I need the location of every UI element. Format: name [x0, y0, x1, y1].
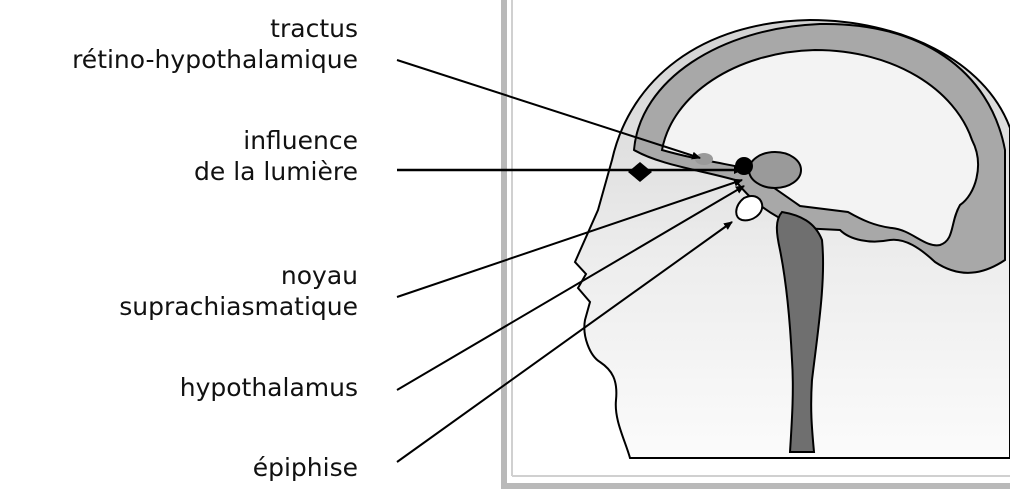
suprachiasmatic-region [749, 152, 801, 188]
nucleus-marker [735, 157, 753, 175]
retinal-tract-blob [695, 153, 713, 165]
